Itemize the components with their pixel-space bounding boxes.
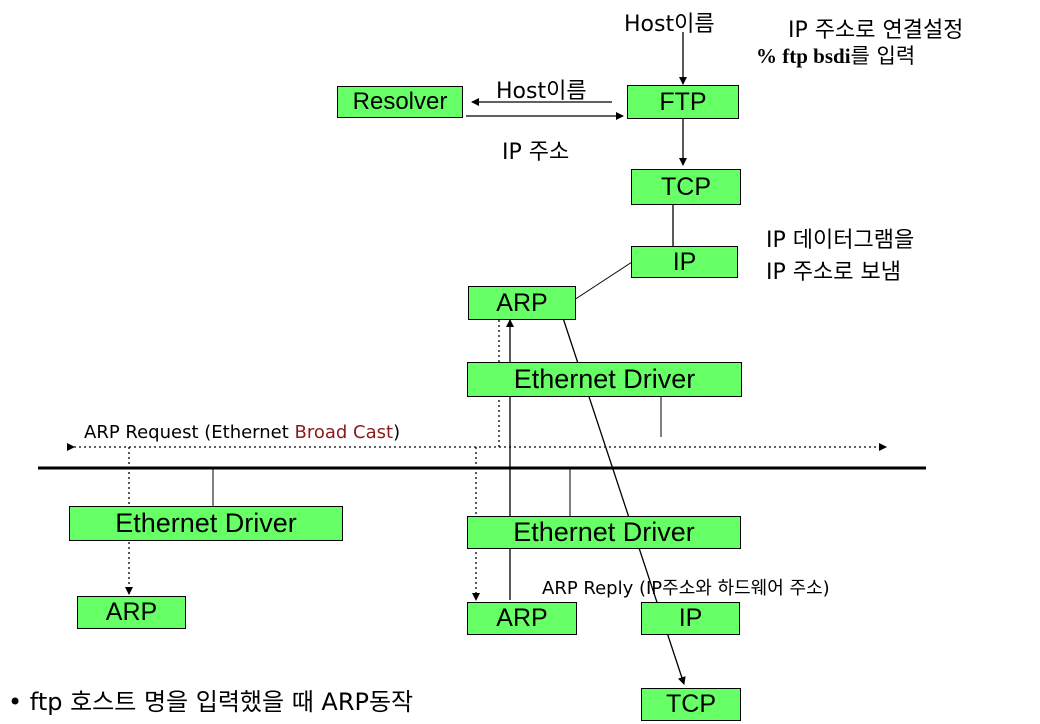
arp-left-box: ARP xyxy=(77,596,186,629)
ethernet-driver-top-box: Ethernet Driver xyxy=(467,362,742,397)
caption-label: • ftp 호스트 명을 입력했을 때 ARP동작 xyxy=(8,682,413,717)
tcp-top-box: TCP xyxy=(631,169,741,205)
ip-address-arrow-label: IP 주소 xyxy=(502,140,570,165)
connect-setup-label: IP 주소로 연결설정 xyxy=(788,18,964,43)
line-ip-arp xyxy=(573,261,633,301)
datagram-label-line1: IP 데이터그램을 xyxy=(766,228,915,253)
ftp-command-suffix: 를 입력 xyxy=(850,44,916,68)
caption-bullet: • xyxy=(8,688,23,716)
resolver-box: Resolver xyxy=(337,86,463,118)
datagram-label-line2: IP 주소로 보냄 xyxy=(766,260,901,285)
arp-request-broadcast: Broad Cast xyxy=(294,422,394,443)
tcp-bottom-box: TCP xyxy=(641,688,741,721)
arp-request-suffix: ) xyxy=(393,422,401,443)
arp-request-label: ARP Request (Ethernet Broad Cast) xyxy=(84,422,400,443)
arp-bottom-box: ARP xyxy=(467,602,577,635)
arp-reply-label: ARP Reply (IP주소와 하드웨어 주소) xyxy=(542,578,830,599)
arp-top-box: ARP xyxy=(468,286,576,320)
host-name-arrow-label: Host이름 xyxy=(496,79,587,104)
ftp-command-label: % ftp bsdi를 입력 xyxy=(756,40,915,70)
ftp-box: FTP xyxy=(627,85,739,119)
ethernet-driver-bottom-box: Ethernet Driver xyxy=(467,516,741,549)
ftp-command-text: % ftp bsdi xyxy=(756,44,851,68)
ip-bottom-box: IP xyxy=(641,602,740,635)
ethernet-driver-left-box: Ethernet Driver xyxy=(69,506,343,541)
caption-text: ftp 호스트 명을 입력했을 때 ARP동작 xyxy=(29,688,414,716)
ip-top-box: IP xyxy=(631,246,738,278)
host-name-top-label: Host이름 xyxy=(624,12,715,37)
arp-request-prefix: ARP Request (Ethernet xyxy=(84,422,295,443)
